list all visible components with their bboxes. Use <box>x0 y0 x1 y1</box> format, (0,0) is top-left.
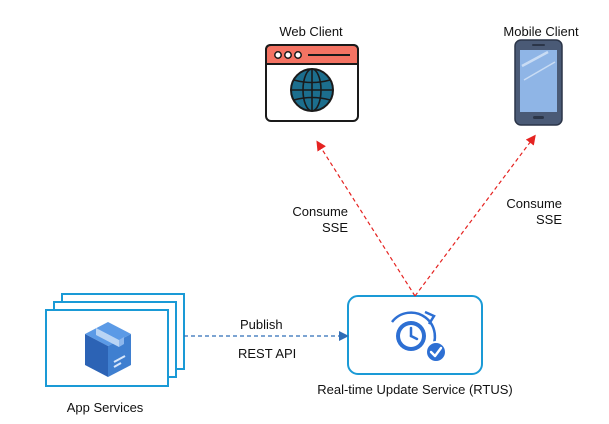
consume-mobile-label-line2: SSE <box>535 212 562 227</box>
consume-web-label-line2: SSE <box>321 220 348 235</box>
clock-refresh-check-icon <box>391 310 447 363</box>
package-box-icon <box>85 322 131 377</box>
web-client-label: Web Client <box>279 24 343 39</box>
consume-web-label-line1: Consume <box>292 204 348 219</box>
smartphone-icon <box>514 39 563 126</box>
rtus-label: Real-time Update Service (RTUS) <box>317 382 513 397</box>
consume-arrow-mobile <box>414 134 536 297</box>
consume-arrow-web <box>316 140 416 297</box>
consume-mobile-label-line1: Consume <box>506 196 562 211</box>
mobile-client-label: Mobile Client <box>503 24 579 39</box>
publish-label: Publish <box>240 317 283 332</box>
app-services-label: App Services <box>66 400 144 415</box>
rest-api-label: REST API <box>238 346 297 361</box>
browser-window-globe-icon <box>265 44 359 122</box>
